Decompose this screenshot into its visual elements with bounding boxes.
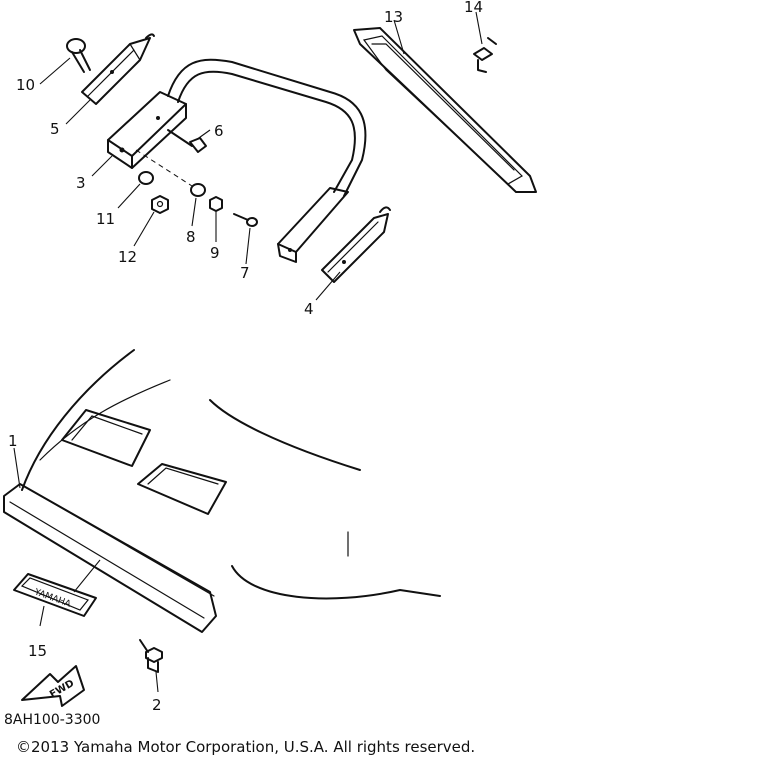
part-7-screw xyxy=(233,213,258,227)
part-3-mount-block xyxy=(107,91,187,169)
callout-11: 11 xyxy=(96,210,115,228)
callout-13: 13 xyxy=(384,8,403,26)
part-8-washer xyxy=(190,183,206,197)
callout-5: 5 xyxy=(50,120,60,138)
callout-6: 6 xyxy=(214,122,224,140)
emblem-label: YAMAHA xyxy=(32,587,73,610)
part-9-nut xyxy=(209,196,223,212)
callout-12: 12 xyxy=(118,248,137,266)
callout-1: 1 xyxy=(8,432,18,450)
assembly-line xyxy=(135,149,193,187)
part-13-panel xyxy=(353,27,537,193)
rail-tube xyxy=(167,58,367,197)
part-2-bolt xyxy=(139,639,163,673)
callout-3: 3 xyxy=(76,174,86,192)
front-bumper-strip xyxy=(3,483,217,633)
fwd-arrow-label: FWD xyxy=(48,678,76,701)
callout-14: 14 xyxy=(464,0,483,16)
part-4-bracket xyxy=(321,206,391,283)
part-12-nut xyxy=(151,195,169,214)
part-5-bracket xyxy=(81,33,155,105)
part-10-knob xyxy=(66,38,91,73)
callout-2: 2 xyxy=(152,696,162,714)
callout-7: 7 xyxy=(240,264,250,282)
fwd-arrow: FWD xyxy=(21,665,85,707)
callout-4: 4 xyxy=(304,300,314,318)
part-14-clip xyxy=(473,37,497,73)
rail-right-end-bracket xyxy=(277,187,349,263)
part-6-bolt xyxy=(167,129,207,153)
part-11-washer xyxy=(138,171,154,185)
leader-lines xyxy=(13,11,483,693)
callout-10: 10 xyxy=(16,76,35,94)
callout-15: 15 xyxy=(28,642,47,660)
copyright-notice: ©2013 Yamaha Motor Corporation, U.S.A. A… xyxy=(16,738,476,756)
callout-8: 8 xyxy=(186,228,196,246)
callout-9: 9 xyxy=(210,244,220,262)
drawing-code: 8AH100-3300 xyxy=(4,712,101,728)
part-1-hood xyxy=(21,349,441,600)
